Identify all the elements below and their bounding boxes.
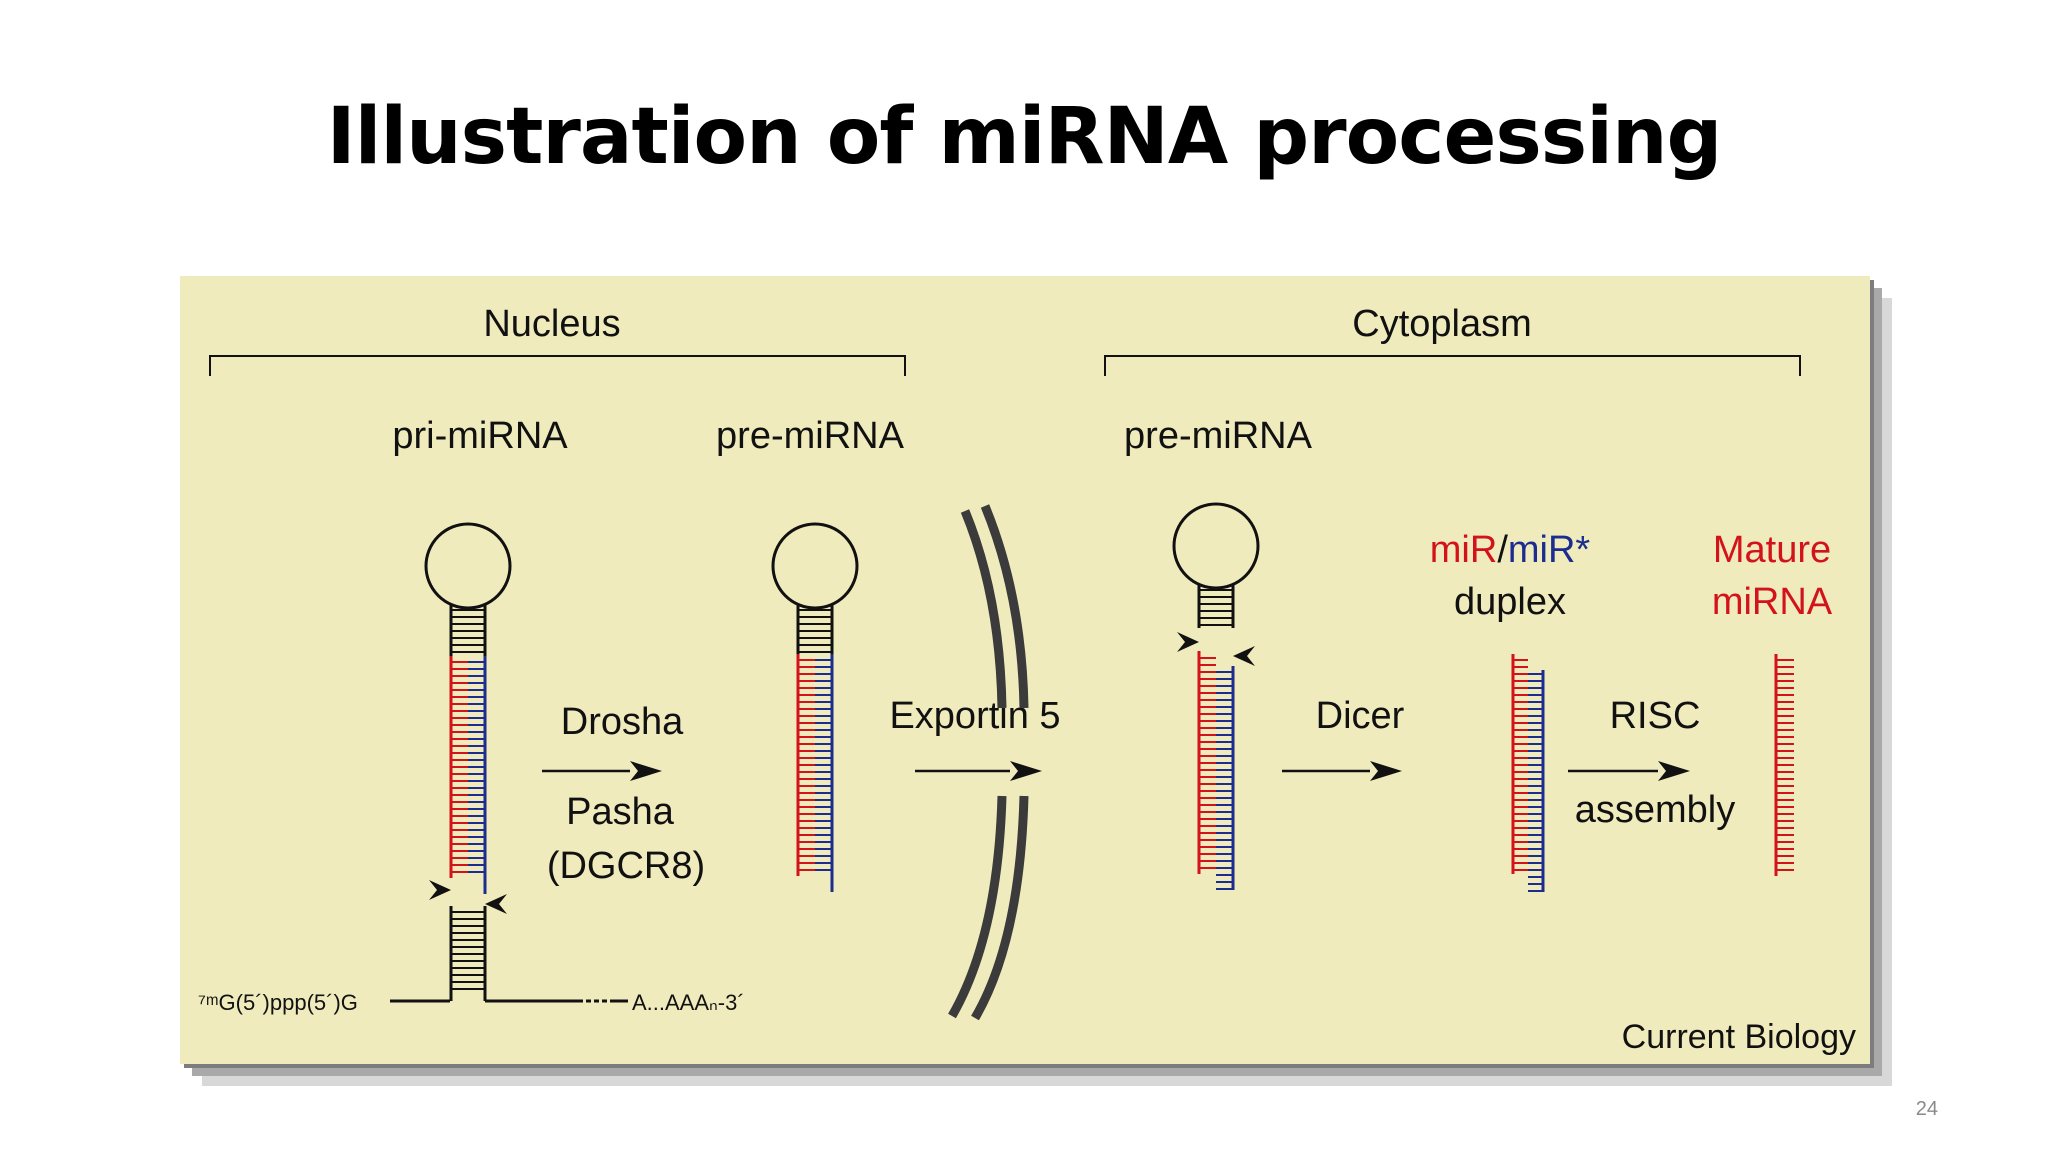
drosha-cleavage-mark bbox=[485, 894, 507, 914]
pri-mirna-label: pri-miRNA bbox=[392, 415, 568, 457]
assembly-label: assembly bbox=[1575, 789, 1736, 831]
mir-duplex-strands bbox=[1511, 654, 1545, 892]
diagram-canvas: Nucleus Cytoplasm pri-miRNA pre-miRNA pr… bbox=[198, 303, 1856, 1056]
dicer-arrow bbox=[1282, 761, 1402, 781]
pri-mirna-hairpin bbox=[424, 522, 512, 1001]
hairpin-loop bbox=[771, 522, 859, 610]
cytoplasm-label: Cytoplasm bbox=[1352, 303, 1532, 345]
drosha-label: Drosha bbox=[561, 701, 684, 743]
polya-tail-label: A...AAAₙ-3´ bbox=[632, 990, 745, 1015]
pre-mirna-nucleus-hairpin bbox=[771, 522, 859, 892]
hairpin-loop bbox=[424, 522, 512, 610]
nucleus-bracket bbox=[209, 355, 906, 376]
pre-mirna-nucleus-label: pre-miRNA bbox=[716, 415, 905, 457]
mature-label-line2: miRNA bbox=[1712, 581, 1833, 623]
page-number: 24 bbox=[1915, 1098, 1938, 1120]
risc-label: RISC bbox=[1610, 695, 1701, 737]
pre-mirna-cytoplasm-hairpin bbox=[1172, 502, 1260, 890]
pasha-label: Pasha bbox=[566, 791, 675, 833]
dicer-label: Dicer bbox=[1316, 695, 1405, 737]
duplex-slash: / bbox=[1497, 529, 1508, 571]
nuclear-membrane bbox=[948, 504, 1029, 1021]
drosha-cleavage-mark bbox=[429, 880, 451, 900]
mature-label-line1: Mature bbox=[1713, 529, 1831, 571]
exportin-label: Exportin 5 bbox=[889, 695, 1060, 737]
duplex-word: duplex bbox=[1454, 581, 1566, 623]
credit-label: Current Biology bbox=[1622, 1018, 1856, 1056]
drosha-arrow bbox=[542, 761, 662, 781]
nucleus-label: Nucleus bbox=[483, 303, 620, 345]
mir-label: miR bbox=[1430, 529, 1498, 571]
mirna-processing-diagram: Nucleus Cytoplasm pri-miRNA pre-miRNA pr… bbox=[180, 276, 1870, 1064]
dgcr8-label: (DGCR8) bbox=[547, 845, 705, 887]
five-prime-cap-label: ⁷ᵐG(5´)ppp(5´)G bbox=[198, 990, 358, 1015]
cytoplasm-bracket bbox=[1104, 355, 1801, 376]
dicer-cleavage-mark bbox=[1177, 632, 1199, 652]
figure-frame: Nucleus Cytoplasm pri-miRNA pre-miRNA pr… bbox=[180, 276, 1892, 1086]
mature-mirna-strand bbox=[1774, 654, 1794, 876]
mir-star-label: miR* bbox=[1508, 529, 1591, 571]
dicer-cleavage-mark bbox=[1233, 646, 1255, 666]
duplex-label: miR/miR* bbox=[1430, 529, 1591, 571]
pre-mirna-cytoplasm-label: pre-miRNA bbox=[1124, 415, 1313, 457]
slide-title: Illustration of miRNA processing bbox=[326, 92, 1723, 182]
hairpin-loop bbox=[1172, 502, 1260, 590]
risc-arrow bbox=[1568, 761, 1690, 781]
exportin-arrow bbox=[915, 761, 1042, 781]
